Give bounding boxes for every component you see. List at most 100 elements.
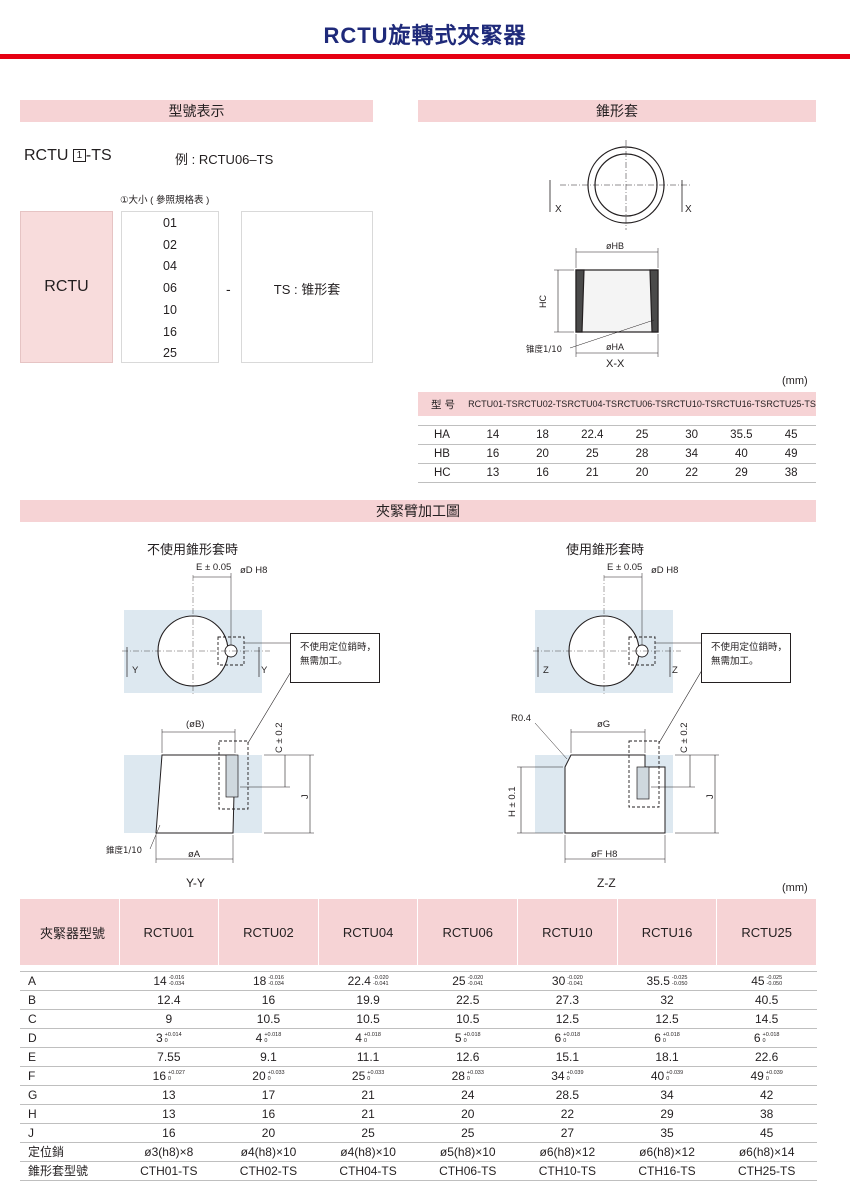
section-model-code: 型號表示 xyxy=(20,100,373,122)
main-col-header: RCTU16 xyxy=(617,899,718,965)
tolerance-lower: 0 xyxy=(363,1037,368,1044)
tolerance-lower: 0 xyxy=(264,1037,268,1044)
cell-value: 35 xyxy=(660,1125,674,1140)
sleeve-row-label: HB xyxy=(418,444,468,464)
cell-value: 29 xyxy=(660,1106,674,1121)
left-caption: Y-Y xyxy=(186,876,205,890)
cell-value: 27.3 xyxy=(555,992,580,1007)
unit-label-main: (mm) xyxy=(782,882,808,894)
main-row-label: 定位銷 xyxy=(20,1142,119,1162)
tolerance: -0.020-0.041 xyxy=(567,975,583,987)
cell-value: 4 xyxy=(255,1030,263,1045)
cell-value: CTH10-TS xyxy=(538,1163,597,1178)
main-cell: 40.5 xyxy=(716,990,817,1010)
tolerance-upper: +0.039 xyxy=(666,1069,684,1076)
tolerance-upper: -0.016 xyxy=(268,974,284,981)
main-cell: 38 xyxy=(716,1104,817,1124)
cell-value: 3 xyxy=(155,1030,163,1045)
page-title: RCTU旋轉式夾緊器 xyxy=(323,23,527,48)
main-row-label: F xyxy=(20,1066,119,1086)
main-cell: 24 xyxy=(417,1085,518,1105)
sleeve-cell: 20 xyxy=(517,444,568,464)
main-row-label: D xyxy=(20,1028,119,1048)
size-option: 10 xyxy=(163,302,177,317)
main-cell: ø4(h8)×10 xyxy=(218,1142,319,1162)
sleeve-x-right: X xyxy=(685,204,692,215)
main-cell: ø4(h8)×10 xyxy=(318,1142,418,1162)
main-cell: 45 xyxy=(716,1123,817,1143)
cell-value: 6 xyxy=(753,1030,761,1045)
tolerance-upper: -0.020 xyxy=(567,974,583,981)
main-cell: 16 xyxy=(218,1104,319,1124)
left-note-box: 不使用定位銷時， 無需加工。 xyxy=(290,633,380,683)
cell-value: 20 xyxy=(261,1125,276,1140)
left-note-line1: 不使用定位銷時， xyxy=(300,642,377,653)
option-box xyxy=(241,211,373,363)
sleeve-ha: øHA xyxy=(606,342,624,352)
cell-value: 27 xyxy=(560,1125,575,1140)
main-cell: ø6(h8)×12 xyxy=(517,1142,618,1162)
main-cell: 35 xyxy=(617,1123,717,1143)
cell-value: 10.5 xyxy=(456,1011,480,1026)
cell-value: 25 xyxy=(461,1125,475,1140)
sleeve-cell: 16 xyxy=(517,463,568,483)
main-cell: 7.55 xyxy=(119,1047,219,1067)
left-c-dim: C ± 0.2 xyxy=(274,722,285,753)
cell-value: 6 xyxy=(654,1030,661,1045)
main-cell: 12.5 xyxy=(617,1009,717,1029)
sleeve-cell: 25 xyxy=(617,425,667,445)
main-cell: 22 xyxy=(517,1104,618,1124)
main-col-header: RCTU06 xyxy=(417,899,519,965)
right-h-dim: H ± 0.1 xyxy=(507,786,518,817)
cell-value: 12.6 xyxy=(456,1049,480,1064)
size-note: ①大小 ( 參照規格表 ) xyxy=(120,195,210,206)
code-suffix: -TS xyxy=(85,147,112,164)
title-rule xyxy=(0,54,850,59)
main-cell: 12.4 xyxy=(119,990,219,1010)
right-j-dim: J xyxy=(705,794,716,799)
cell-value: 10.5 xyxy=(256,1011,281,1026)
sleeve-cell: 35.5 xyxy=(716,425,767,445)
cell-value: 25 xyxy=(361,1125,375,1140)
main-cell: 16 xyxy=(119,1123,219,1143)
cell-value: 20 xyxy=(461,1106,475,1121)
sleeve-hb: øHB xyxy=(606,241,624,251)
main-cell: 45-0.025-0.050 xyxy=(716,971,817,991)
main-cell: 28.5 xyxy=(517,1085,618,1105)
main-cell: 25 xyxy=(318,1123,418,1143)
sleeve-drawing: X X øHB HC 锥度1/10 øHA X-X xyxy=(526,140,692,370)
tolerance-upper: +0.033 xyxy=(466,1069,484,1076)
main-cell: 22.5 xyxy=(417,990,518,1010)
cell-value: ø6(h8)×14 xyxy=(738,1144,795,1159)
tolerance-lower: 0 xyxy=(168,1075,172,1082)
cell-value: 16 xyxy=(261,1106,276,1121)
cell-value: CTH25-TS xyxy=(738,1163,796,1178)
main-cell: ø5(h8)×10 xyxy=(417,1142,518,1162)
main-row-label: G xyxy=(20,1085,119,1105)
main-row-label: B xyxy=(20,990,119,1010)
main-cell: 21 xyxy=(318,1104,418,1124)
code-prefix: RCTU xyxy=(24,147,69,164)
tolerance-lower: 0 xyxy=(466,1075,470,1082)
cell-value: 4 xyxy=(355,1030,362,1045)
cell-value: 12.5 xyxy=(555,1011,580,1026)
main-cell: 32 xyxy=(617,990,717,1010)
main-cell: 22.6 xyxy=(716,1047,817,1067)
main-cell: CTH10-TS xyxy=(517,1161,618,1181)
cell-value: 34 xyxy=(551,1068,565,1083)
cell-value: 38 xyxy=(759,1106,774,1121)
